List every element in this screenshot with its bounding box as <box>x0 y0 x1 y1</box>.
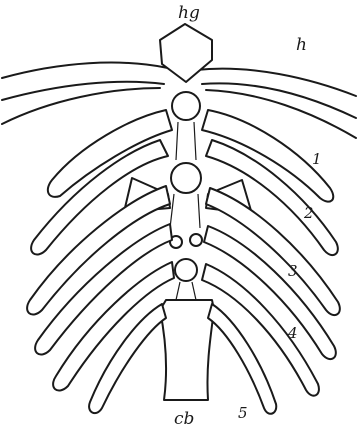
label-arch-5: 5 <box>238 404 248 422</box>
basal-cartilage <box>160 300 214 400</box>
left-gill-arches <box>27 110 174 413</box>
label-basal-cartilage: cb <box>174 409 194 429</box>
label-hyoid-median: hg <box>178 3 200 23</box>
label-hyoid: h <box>296 35 307 55</box>
label-arch-4: 4 <box>287 324 298 342</box>
label-arch-3: 3 <box>288 262 298 280</box>
hyoid-median-piece <box>160 24 212 82</box>
basibranchial-chain <box>170 92 202 300</box>
label-arch-1: 1 <box>312 150 322 168</box>
label-arch-2: 2 <box>303 204 314 222</box>
